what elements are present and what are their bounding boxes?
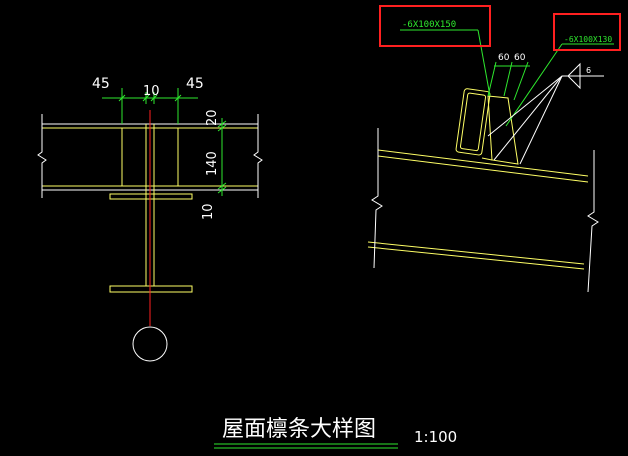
dim-vtick-3 <box>217 182 227 190</box>
rafter-bottom-outer <box>367 246 585 270</box>
stiffener-right <box>153 127 179 187</box>
dim-60-label-b: 60 <box>514 53 526 63</box>
break-line-right <box>253 114 263 198</box>
dim-tick-2 <box>142 94 150 102</box>
plate-note-2: -6X100X130 <box>564 35 612 44</box>
dim-60-ext-3 <box>513 61 529 101</box>
drawing-title-block: 屋面檩条大样图 1:100 <box>214 417 457 449</box>
weld-leader-3 <box>519 75 563 165</box>
dim-tick-4 <box>174 94 182 102</box>
rafter-bottom-inner <box>367 241 585 265</box>
weld-leader-2 <box>493 75 563 161</box>
drawing-title: 屋面檩条大样图 <box>222 417 376 442</box>
dim-tick-3 <box>150 94 158 102</box>
rafter-break-left <box>371 128 383 269</box>
rafter-top-inner <box>377 155 589 183</box>
dim-vtick-4 <box>217 186 227 194</box>
dim-60-label-a: 60 <box>498 53 510 63</box>
leader-note-2 <box>505 43 563 127</box>
weld-leader-1 <box>487 75 563 137</box>
section-view: 45 10 45 20 140 10 <box>37 76 263 362</box>
purlin-inner <box>459 92 487 152</box>
dim-vtick-2 <box>217 124 227 132</box>
dim-vtick-1 <box>217 120 227 128</box>
purlin-section <box>455 88 491 156</box>
detail-view: 60 60 6 -6X100X150 -6X100X130 <box>367 5 621 293</box>
rafter-break-right <box>587 150 599 293</box>
clip-plate-weld <box>481 157 493 161</box>
weld-symbol-triangle <box>567 62 581 90</box>
rafter-top-outer <box>377 149 589 177</box>
clip-plate <box>487 95 519 165</box>
dim-label-left: 45 <box>92 76 110 92</box>
lower-flange-plate <box>109 285 193 293</box>
highlight-box-note-1 <box>379 5 491 47</box>
dim-label-right: 45 <box>186 76 204 92</box>
dim-tick-1 <box>118 94 126 102</box>
stiffener-left <box>121 127 147 187</box>
highlight-box-note-2 <box>553 13 621 51</box>
dim-label-middle: 10 <box>143 84 160 99</box>
purlin-outer <box>455 88 491 156</box>
dim-label-web-vertical: 140 <box>205 151 220 176</box>
drawing-scale: 1:100 <box>414 428 457 446</box>
leader-note-1 <box>477 29 491 97</box>
upper-flange-plate <box>109 193 193 200</box>
weld-symbol-size: 6 <box>586 66 591 75</box>
axis-bubble <box>132 326 168 362</box>
plate-note-1: -6X100X150 <box>402 20 456 30</box>
dim-label-bottom-vertical: 10 <box>201 203 216 220</box>
dim-label-top-vertical: 20 <box>205 109 220 126</box>
break-line-left <box>37 114 47 198</box>
dim-60-ext-2 <box>503 61 513 97</box>
